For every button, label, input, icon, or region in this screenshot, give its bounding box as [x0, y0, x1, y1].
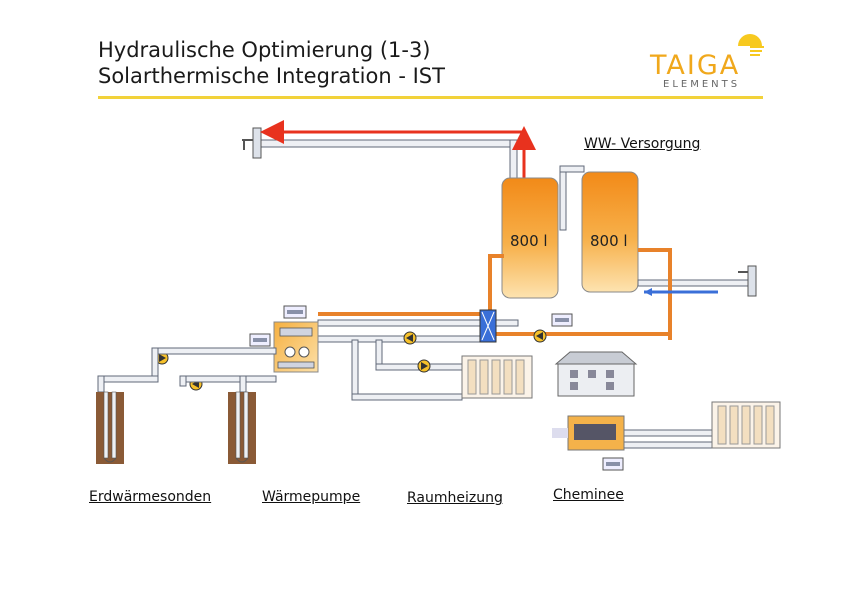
radiator-room-heating [461, 355, 533, 399]
hot-water-pipe [257, 139, 518, 185]
logo-subtitle: ELEMENTS [663, 79, 741, 90]
heating-supply-pipe [318, 254, 672, 336]
title-line-1: Hydraulische Optimierung (1-3) [98, 38, 431, 62]
header-divider [98, 96, 763, 99]
storage-tank-1: 800 l [501, 177, 559, 299]
storage-tank-2: 800 l [581, 171, 639, 293]
tank-2-label: 800 l [590, 232, 628, 250]
controller-icon-1 [283, 305, 307, 319]
label-ww-versorgung: WW- Versorgung [584, 136, 701, 152]
borehole-2 [228, 391, 256, 464]
controller-icon-2 [249, 333, 271, 347]
pump-icon-4 [155, 351, 169, 365]
heat-exchanger-icon [479, 309, 497, 343]
heat-pump-unit [273, 321, 319, 373]
label-waermepumpe: Wärmepumpe [262, 489, 361, 505]
house-icon [554, 351, 638, 397]
tap-top-icon [242, 127, 262, 159]
pump-icon-1 [403, 331, 417, 345]
borehole-1 [96, 391, 124, 464]
radiator-cheminee [711, 401, 781, 449]
title-line-2: Solarthermische Integration - IST [98, 64, 445, 88]
controller-icon-3 [551, 313, 573, 327]
cheminee-pipes [621, 429, 715, 449]
controller-icon-4 [602, 457, 624, 471]
pump-icon-3 [417, 359, 431, 373]
label-raumheizung: Raumheizung [407, 490, 503, 506]
ground-probe-pipes [97, 347, 277, 393]
label-erdwaermesonden: Erdwärmesonden [89, 489, 212, 505]
label-cheminee: Cheminee [553, 487, 624, 503]
pump-icon-2 [533, 329, 547, 343]
logo-wordmark: TAIGA [650, 50, 741, 81]
fireplace-unit [552, 415, 625, 451]
cold-water-inlet [637, 248, 757, 340]
tank-1-label: 800 l [510, 232, 548, 250]
